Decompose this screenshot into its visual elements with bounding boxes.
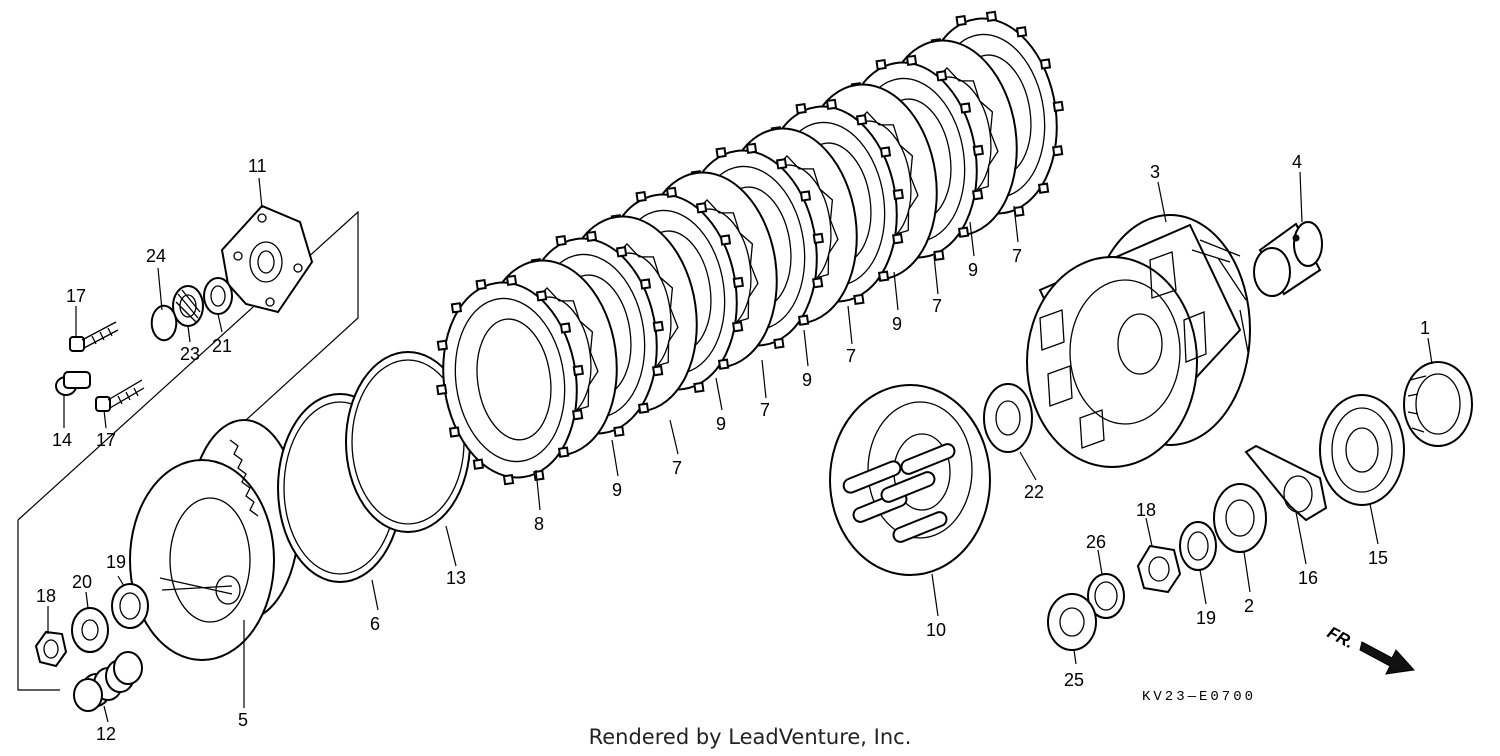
callout-6: 6	[370, 614, 380, 634]
part-3-clutch-outer	[1026, 214, 1251, 468]
callout-14: 14	[52, 430, 72, 450]
front-direction-indicator: FR.	[1324, 623, 1415, 675]
part-19-washer-left	[111, 583, 149, 629]
part-20-lock-washer	[71, 607, 109, 653]
part-26-spacer	[1087, 573, 1125, 619]
group-bracket	[17, 210, 359, 691]
part-5-pressure-plate	[129, 419, 300, 661]
callout-11: 11	[248, 156, 267, 176]
callout-7a: 7	[672, 458, 682, 478]
callout-labels: 11 24 23 21 17 14 17 18 20 19 12 5 6 13 …	[36, 152, 1430, 744]
part-15-gear	[1319, 394, 1405, 506]
part-2-small-gear	[1213, 483, 1267, 553]
callout-9c: 9	[802, 370, 812, 390]
callout-5: 5	[238, 710, 248, 730]
part-17-bolt-lower	[95, 379, 145, 412]
callout-10: 10	[926, 620, 946, 640]
callout-22: 22	[1024, 482, 1044, 502]
part-22-thrust-washer	[983, 383, 1033, 453]
diagram-code: KV23—E0700	[1142, 689, 1256, 705]
part-1-needle-bearing	[1403, 361, 1473, 447]
callout-7d: 7	[932, 296, 942, 316]
callout-15: 15	[1368, 548, 1388, 568]
part-8-friction-plate	[436, 274, 584, 486]
callout-18a: 18	[36, 586, 56, 606]
callout-17b: 17	[96, 430, 116, 450]
callout-19a: 19	[106, 552, 126, 572]
callout-4: 4	[1292, 152, 1302, 172]
front-arrow-icon	[1359, 641, 1415, 675]
render-credit: Rendered by LeadVenture, Inc.	[589, 725, 912, 749]
part-14-bolt	[55, 371, 91, 396]
callout-19b: 19	[1196, 608, 1216, 628]
front-label: FR.	[1324, 623, 1357, 653]
part-17-bolt-upper	[69, 321, 119, 352]
part-21-washer	[203, 277, 233, 315]
callout-8: 8	[534, 514, 544, 534]
callout-1: 1	[1420, 318, 1430, 338]
part-25-bearing	[1047, 593, 1097, 651]
callout-26: 26	[1086, 532, 1106, 552]
callout-9b: 9	[716, 414, 726, 434]
callout-21: 21	[212, 336, 232, 356]
part-18-nut-right	[1136, 544, 1182, 594]
part-4-sleeve	[1253, 221, 1323, 297]
callout-23: 23	[180, 344, 200, 364]
part-12-springs	[73, 651, 143, 712]
leader-lines	[47, 171, 1433, 723]
callout-3: 3	[1150, 162, 1160, 182]
callout-7e: 7	[1012, 246, 1022, 266]
callout-16: 16	[1298, 568, 1318, 588]
callout-9e: 9	[968, 260, 978, 280]
callout-18b: 18	[1136, 500, 1156, 520]
callout-13: 13	[446, 568, 466, 588]
callout-7c: 7	[846, 346, 856, 366]
part-19-washer-right	[1179, 521, 1217, 571]
callout-17a: 17	[66, 286, 86, 306]
callout-20: 20	[72, 572, 92, 592]
part-24-circlip	[150, 304, 178, 342]
part-18-nut-left	[34, 630, 68, 668]
part-16-lock-plate	[1244, 444, 1328, 522]
callout-2: 2	[1244, 596, 1254, 616]
clutch-plate-stack	[436, 10, 1064, 486]
part-10-clutch-center	[829, 384, 991, 576]
callout-7b: 7	[760, 400, 770, 420]
callout-24: 24	[146, 246, 166, 266]
callout-9d: 9	[892, 314, 902, 334]
part-23-bearing	[172, 285, 204, 327]
callout-25: 25	[1064, 670, 1084, 690]
callout-12: 12	[96, 724, 116, 744]
part-11-lifter-plate	[220, 204, 314, 314]
callout-9a: 9	[612, 480, 622, 500]
